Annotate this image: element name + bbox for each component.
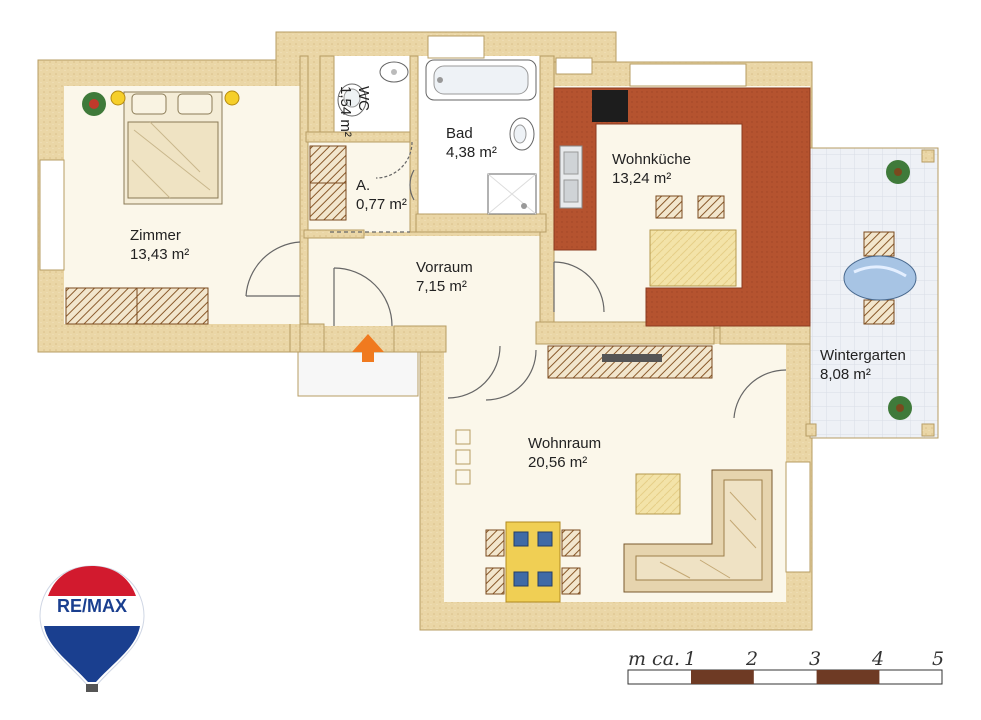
interior-walls (299, 55, 811, 353)
dining-table (485, 521, 581, 603)
room-name: Wintergarten (820, 347, 906, 364)
doors (245, 141, 787, 419)
scale-prefix: m ca. (628, 648, 681, 670)
room-area: 13,43 m² (130, 246, 190, 263)
plant-bedroom (82, 92, 106, 116)
remax-logo: RE/MAX (39, 565, 145, 692)
scale-tick-3: 3 (809, 648, 822, 670)
room-name: Wohnküche (612, 151, 691, 168)
room-name: WC (355, 86, 372, 111)
room-name: Zimmer (130, 227, 181, 244)
room-area: 0,77 m² (356, 196, 407, 213)
kitchen-table (649, 195, 737, 287)
room-label-vorraum: Vorraum 7,15 m² (416, 258, 473, 296)
wardrobe (65, 287, 209, 325)
sideboard (547, 345, 713, 379)
storage-shelf (309, 145, 347, 221)
scale-tick-4: 4 (872, 648, 885, 670)
room-name: Bad (446, 125, 473, 142)
sofa (623, 469, 773, 593)
wintergarten-frame (805, 149, 935, 437)
scale-tick-2: 2 (746, 648, 759, 670)
room-label-wc: WC 1,54 m² (336, 86, 372, 144)
wintergarten-table (843, 231, 917, 325)
plant-wintergarten-bottom (888, 396, 912, 420)
wall-niches (455, 429, 471, 485)
bathtub-icon (425, 59, 537, 101)
scale-tick-1: 1 (684, 648, 697, 670)
room-area: 20,56 m² (528, 454, 588, 471)
room-name: A. (356, 177, 371, 194)
shower-icon (487, 173, 537, 215)
floor-vorraum (306, 236, 552, 326)
wc-basin-icon (379, 61, 409, 83)
room-label-bad: Bad 4,38 m² (446, 124, 497, 162)
room-area: 4,38 m² (446, 144, 497, 161)
room-label-wintergarten: Wintergarten 8,08 m² (820, 346, 906, 384)
room-area: 8,08 m² (820, 366, 871, 383)
scale-bar (627, 669, 943, 685)
coffee-table (635, 473, 681, 515)
scale-tick-5: 5 (932, 648, 945, 670)
plant-wintergarten-top (886, 160, 910, 184)
room-label-abstell: A. 0,77 m² (356, 176, 407, 214)
room-label-wohnkueche: Wohnküche 13,24 m² (612, 150, 691, 188)
room-label-wohnraum: Wohnraum 20,56 m² (528, 434, 601, 472)
logo-text: RE/MAX (57, 596, 127, 616)
room-name: Vorraum (416, 259, 473, 276)
room-label-zimmer: Zimmer 13,43 m² (130, 226, 189, 264)
washbasin-icon (509, 117, 535, 151)
bed (110, 90, 240, 205)
windows (39, 35, 811, 573)
room-area: 1,54 m² (337, 86, 354, 137)
stove-icon (592, 90, 628, 122)
room-name: Wohnraum (528, 435, 602, 452)
toilet-icon (337, 83, 367, 117)
room-area: 7,15 m² (416, 278, 467, 295)
entrance-arrow-icon (352, 334, 384, 362)
kitchen-counter (553, 87, 811, 327)
room-area: 13,24 m² (612, 170, 672, 187)
